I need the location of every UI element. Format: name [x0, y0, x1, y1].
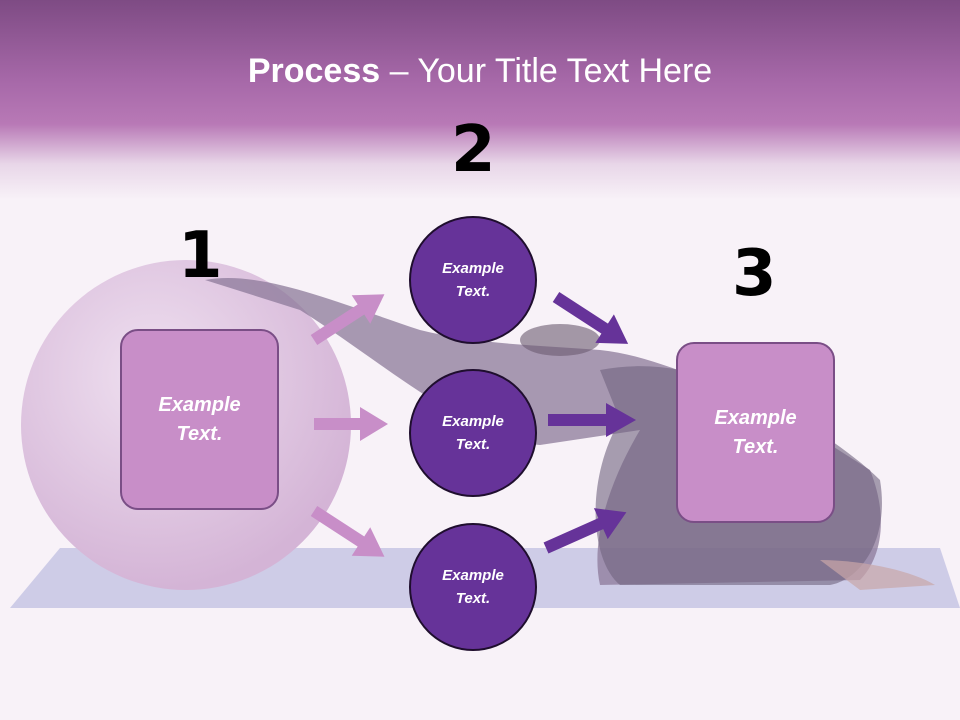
- step-3-text-line1: Example: [714, 406, 797, 429]
- step-3-text-line2: Text.: [732, 435, 779, 458]
- step-2-circle-3: Example Text.: [409, 523, 537, 651]
- title-bold: Process: [247, 52, 381, 90]
- header-band: [0, 0, 960, 200]
- arrow-1-to-2b: [314, 407, 388, 441]
- arrow-2b-to-3: [548, 403, 636, 437]
- circle-3-text-line2: Text.: [455, 590, 491, 607]
- step-1-text-line1: Example: [158, 393, 241, 416]
- step-1-text-line2: Text.: [176, 422, 223, 445]
- step-1-box: Example Text.: [120, 329, 279, 510]
- arrow-1-to-2a: [310, 294, 385, 346]
- step-2-circle-1: Example Text.: [409, 216, 537, 344]
- circle-1-text-line1: Example: [442, 260, 504, 277]
- circle-1-text-line2: Text.: [455, 283, 491, 300]
- circle-2-text-line2: Text.: [455, 436, 491, 453]
- step-number-3: 3: [732, 237, 777, 311]
- step-number-1: 1: [178, 219, 223, 293]
- arrow-2c-to-3: [543, 508, 627, 554]
- title-rest: – Your Title Text Here: [380, 52, 713, 90]
- circle-3-text-line1: Example: [442, 567, 504, 584]
- arrow-2a-to-3: [552, 291, 629, 344]
- arrow-1-to-2c: [310, 505, 385, 557]
- circle-2-text-line1: Example: [442, 413, 504, 430]
- page-title: Process – Your Title Text Here: [0, 52, 960, 91]
- step-number-2: 2: [451, 113, 496, 187]
- figure-foot: [820, 560, 935, 590]
- figure-head: [520, 324, 600, 356]
- step-3-box: Example Text.: [676, 342, 835, 523]
- step-2-circle-2: Example Text.: [409, 369, 537, 497]
